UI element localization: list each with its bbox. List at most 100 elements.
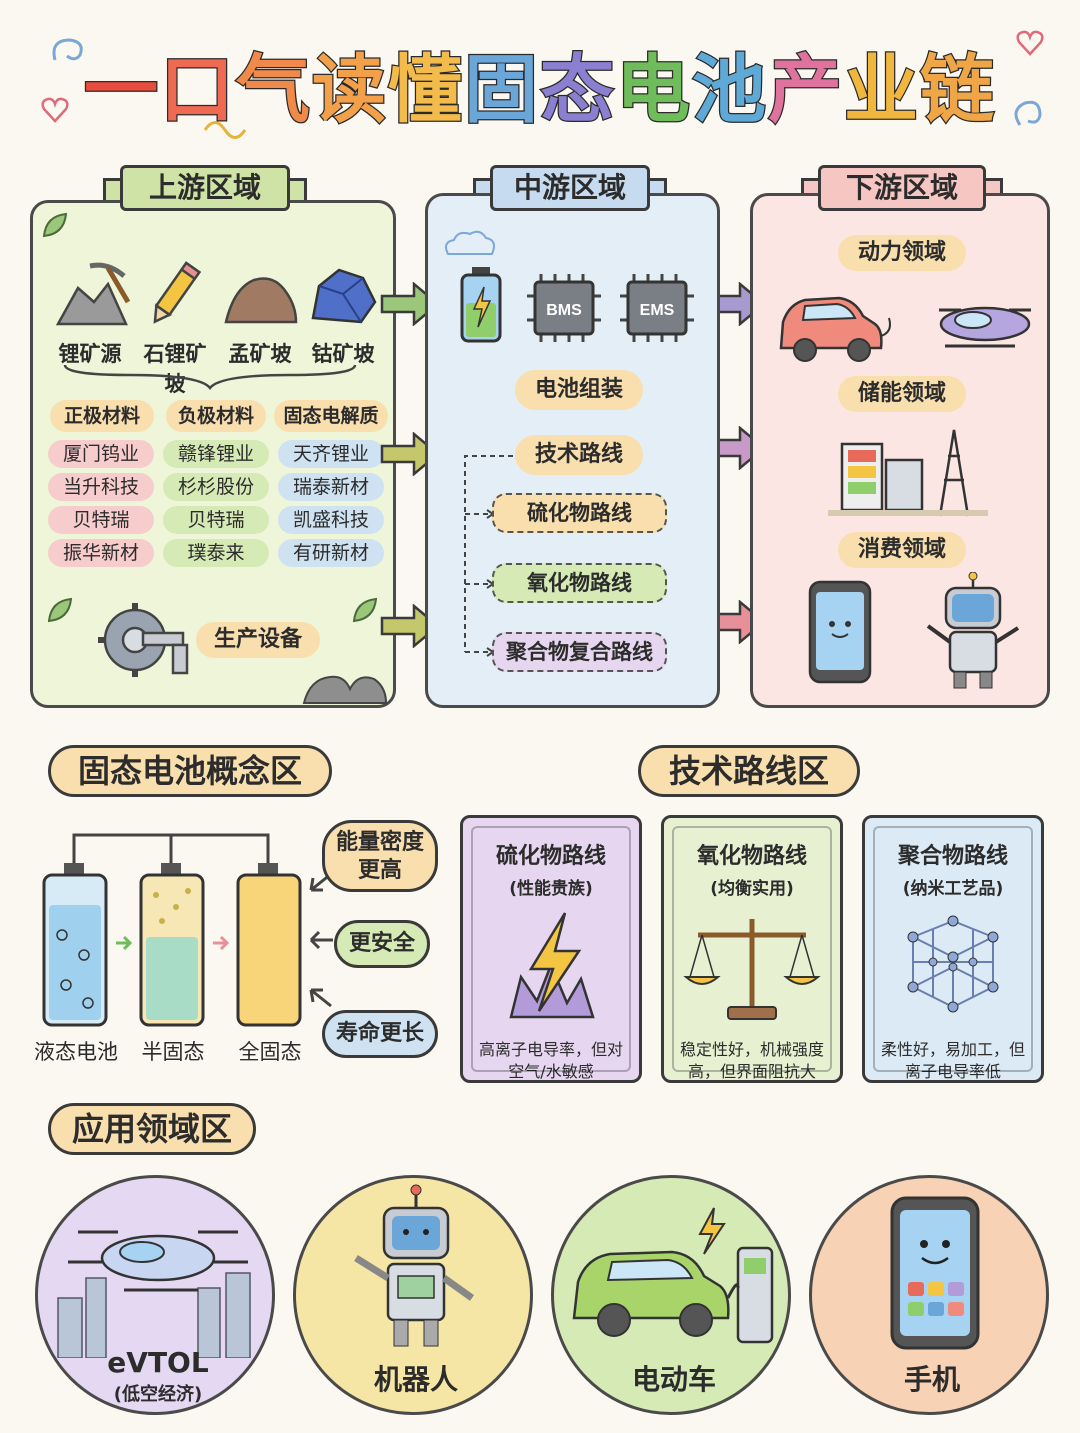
app-phone: 手机 [809,1175,1049,1415]
card-title: 氧化物路线 [696,844,807,869]
title-char: 态 [539,46,616,135]
smartphone-icon [890,1196,980,1350]
tech-card-polymer: 聚合物路线 (纳米工艺品) 柔性好，易加工，但离子电导率低 [862,815,1044,1083]
evtol-drone-icon [939,306,1031,348]
card-subtitle: (性能贵族) [509,879,593,899]
company-pill: 贝特瑞 [163,506,269,534]
tech-header: 技术路线区 [638,745,860,797]
leaf-icon [47,597,73,623]
benefit-text: 能量密度更高 [335,830,424,883]
swirl-icon [1014,100,1042,126]
card-subtitle: (纳米工艺品) [902,879,1004,899]
upstream-banner: 上游区域 [103,165,307,214]
midstream-banner: 中游区域 [473,165,667,214]
leaf-icon [42,212,68,238]
tech-card-oxide: 氧化物路线 (均衡实用) 稳定性好，机械强度高，但界面阻抗大 [661,815,843,1083]
route-sulfide: 硫化物路线 [492,493,667,533]
tech-card-sulfide: 硫化物路线 (性能贵族) 高离子电导率，但对空气/水敏感 [460,815,642,1083]
curly-brace-icon [63,364,357,390]
gear-machine-icon [98,603,189,677]
heart-icon [41,97,69,123]
benefit-energy-density: 能量密度更高 [322,820,438,892]
mineral-label: 石锂矿坡 [143,342,207,396]
app-sublabel: (低空经济) [113,1384,203,1405]
company-pill: 璞泰来 [163,539,269,567]
company-pill: 振华新材 [48,539,154,567]
company-pill: 厦门钨业 [48,440,154,468]
ems-chip-icon: EMS [620,274,694,342]
cobalt-gem-icon [311,268,377,324]
category-cathode: 正极材料 [50,400,154,432]
app-evtol: eVTOL (低空经济) [35,1175,275,1415]
title-char: 口 [159,46,236,135]
benefit-safety: 更安全 [334,920,430,968]
battery-comparison-diagram [42,833,302,1027]
field-storage: 储能领域 [838,376,966,412]
pencil-icon [153,261,202,324]
mineral-stone-lithium: 石锂矿坡 [135,258,215,398]
mineral-label: 锂矿源 [58,342,122,366]
title-char: 产 [767,46,844,135]
tech-route-pill: 技术路线 [515,435,643,475]
heart-icon [1016,30,1044,56]
card-desc: 高离子电导率，但对空气/水敏感 [478,1040,623,1081]
title-char: 电 [615,46,692,135]
cloud-icon [445,230,495,255]
watermark-overlay [720,1378,1060,1418]
title-char: 业 [843,46,920,135]
field-power: 动力领域 [838,235,966,271]
title-char: 固 [463,46,540,135]
company-pill: 贝特瑞 [48,506,154,534]
lightning-crystal-icon [509,912,595,1019]
field-consumer: 消费领域 [838,532,966,568]
title-char: 池 [691,46,768,135]
category-anode: 负极材料 [166,400,266,432]
mineral-lithium: 锂矿源 [50,258,131,368]
card-desc: 稳定性好，机械强度高，但界面阻抗大 [679,1040,824,1081]
card-title: 硫化物路线 [495,844,606,869]
downstream-banner: 下游区域 [801,165,1003,214]
company-pill: 杉杉股份 [163,473,269,501]
ev-charging-icon [572,1207,774,1344]
title-char: 懂 [387,46,464,135]
concept-header: 固态电池概念区 [48,745,332,797]
company-pill: 天齐锂业 [278,440,384,468]
mineral-cobalt: 钴矿坡 [303,258,383,368]
route-connector [464,455,513,657]
battery-icon [460,267,502,343]
app-robot: 机器人 [293,1175,533,1415]
card-title: 聚合物路线 [897,844,1008,869]
company-pill: 瑞泰新材 [278,473,384,501]
title-char: 链 [919,46,996,135]
app-ev: 电动车 [551,1175,791,1415]
title-char: 气 [235,46,312,135]
mineral-manganese: 孟矿坡 [220,258,300,368]
company-pill: 有研新材 [278,539,384,567]
smartphone-icon [808,580,872,684]
energy-storage-icon [828,429,988,517]
cell-label-full: 全固态 [238,1040,302,1064]
card-desc: 柔性好，易加工，但离子电导率低 [880,1040,1025,1081]
bms-chip-icon: BMS [527,274,601,342]
chip-label: BMS [546,302,582,319]
leaf-icon [352,597,378,623]
cell-label-liquid: 液态电池 [34,1040,118,1064]
app-label: 电动车 [631,1363,716,1396]
molecule-lattice-icon [907,915,999,1013]
apps-header: 应用领域区 [48,1103,256,1155]
rocks-decoration-icon [302,675,388,704]
route-oxide: 氧化物路线 [492,563,667,603]
benefit-lifespan: 寿命更长 [322,1010,438,1058]
app-label: eVTOL [107,1346,209,1379]
robot-icon [354,1184,475,1347]
company-pill: 凯盛科技 [278,506,384,534]
robot-icon [926,572,1020,689]
route-polymer: 聚合物复合路线 [492,632,667,672]
page-title: 一口气读懂固态电池产业链 [0,40,1080,140]
mineral-label: 钴矿坡 [311,342,375,366]
title-char: 一 [83,46,160,135]
electric-car-icon [779,296,891,362]
equipment-label: 生产设备 [196,622,320,658]
company-pill: 当升科技 [48,473,154,501]
swirl-icon [52,38,83,61]
